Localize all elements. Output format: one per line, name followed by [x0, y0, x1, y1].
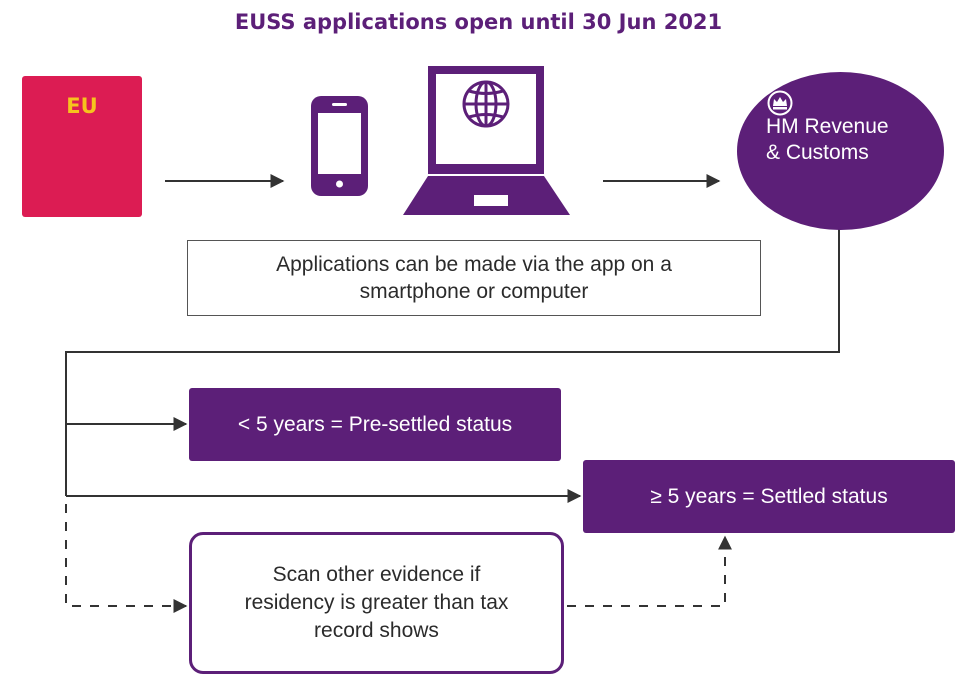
passport-label: EU: [66, 94, 98, 118]
hmrc-logo: HM Revenue & Customs: [737, 72, 944, 230]
app-note-box: Applications can be made via the app on …: [187, 240, 761, 316]
diagram-title: EUSS applications open until 30 Jun 2021: [234, 10, 723, 34]
royal-crown-crest-icon: [767, 90, 793, 116]
settled-status-box: ≥ 5 years = Settled status: [583, 460, 955, 533]
dashed-arrow-scan-to-settled: [567, 535, 732, 607]
scan-evidence-box: Scan other evidence if residency is grea…: [189, 532, 564, 674]
pre-settled-status-box: < 5 years = Pre-settled status: [189, 388, 561, 461]
hmrc-name: HM Revenue & Customs: [766, 115, 889, 164]
eu-passport: EU: [22, 76, 142, 217]
dashed-connector-to-scan: [65, 504, 188, 613]
laptop-globe-icon: [403, 66, 570, 215]
smartphone-icon: [311, 96, 368, 196]
